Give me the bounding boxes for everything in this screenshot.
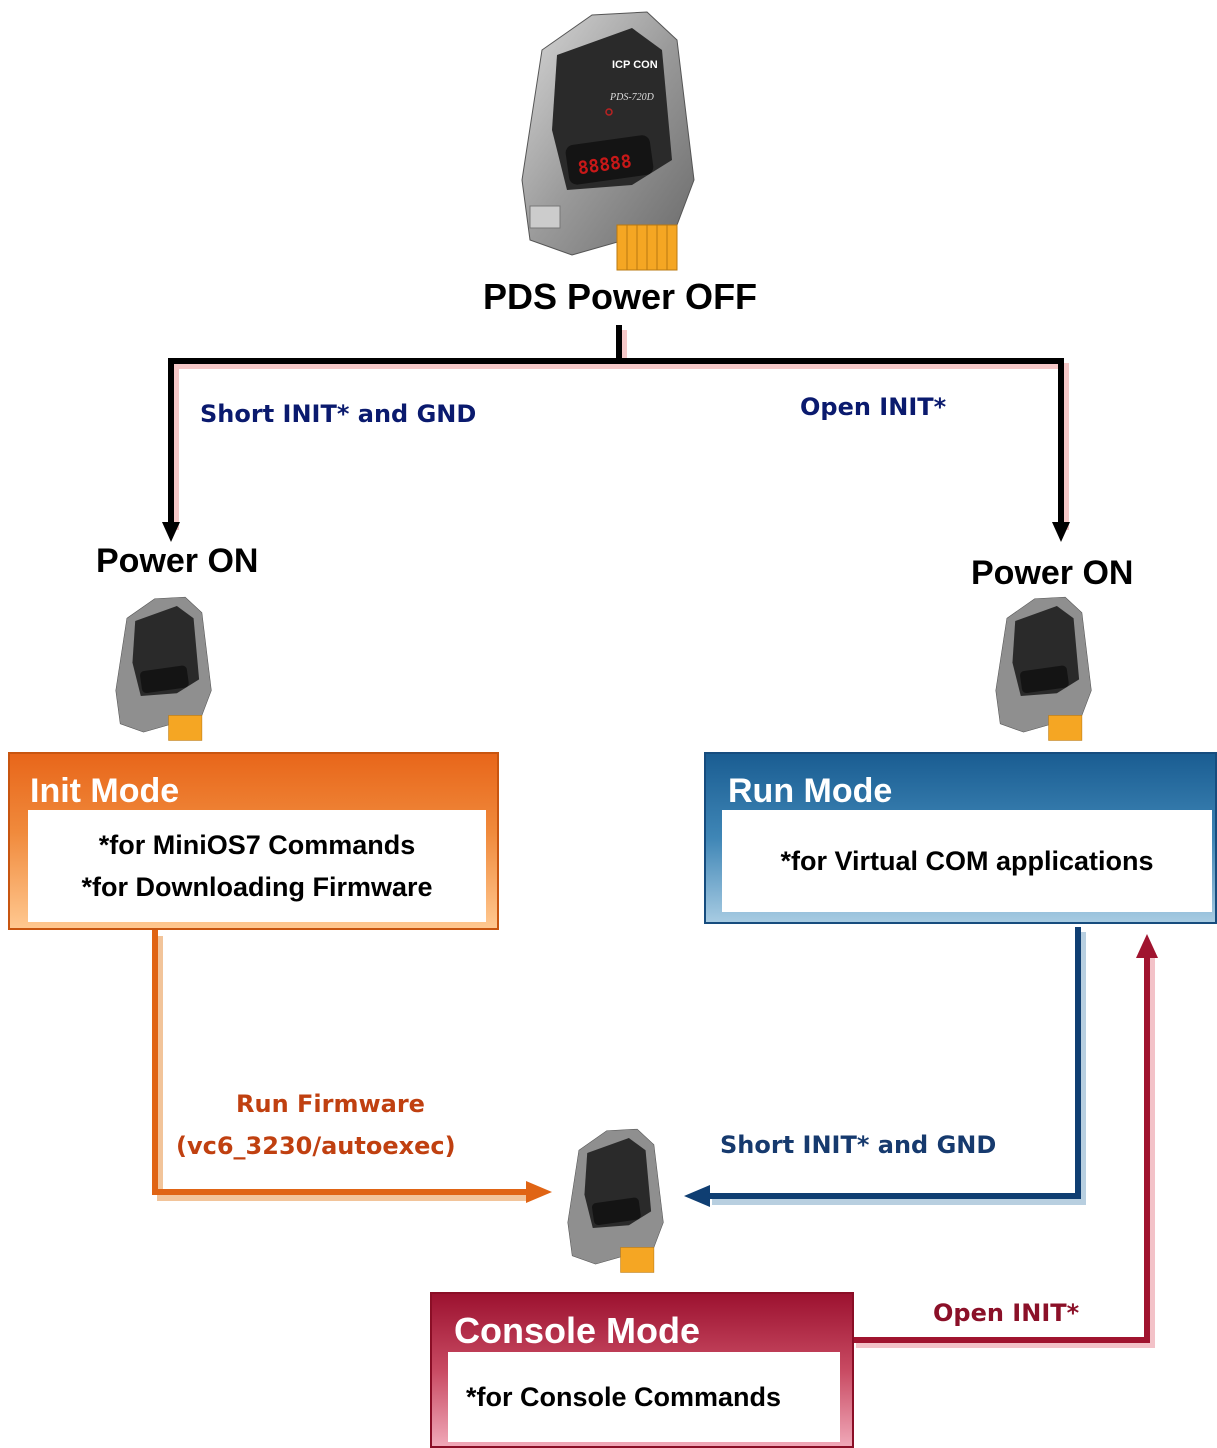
right-power-on-label: Power ON	[971, 554, 1134, 592]
run-mode-description: *for Virtual COM applications	[722, 810, 1212, 912]
init-to-console-arrowhead	[526, 1181, 552, 1203]
run-firmware-label: Run Firmware	[236, 1090, 425, 1118]
right-branch-label: Open INIT*	[800, 393, 947, 421]
device-large-model: PDS-720D	[609, 92, 655, 103]
run-to-console-arrowhead	[684, 1185, 710, 1207]
pds-device-right	[995, 596, 1092, 741]
left-branch-arrowhead	[162, 522, 180, 542]
console-mode-title: Console Mode	[454, 1310, 701, 1351]
left-power-on-label: Power ON	[96, 542, 259, 580]
init-mode-line-1: *for MiniOS7 Commands	[98, 830, 416, 860]
device-large-brand: ICP CON	[612, 59, 658, 71]
run-mode-box: Run Mode *for Virtual COM applications	[704, 752, 1217, 924]
init-to-console-line	[152, 930, 528, 1195]
console-mode-description: *for Console Commands	[448, 1352, 840, 1442]
console-to-run-label: Open INIT*	[933, 1299, 1080, 1327]
console-to-run-arrowhead	[1136, 934, 1158, 958]
left-branch-label: Short INIT* and GND	[200, 400, 477, 428]
power-off-branch	[168, 325, 1064, 525]
console-to-run-line	[852, 955, 1150, 1343]
pds-device-left	[115, 596, 212, 741]
run-to-console-line	[708, 927, 1081, 1199]
power-off-label: PDS Power OFF	[483, 276, 758, 317]
run-mode-title: Run Mode	[728, 772, 893, 810]
init-mode-description: *for MiniOS7 Commands *for Downloading F…	[28, 810, 486, 922]
pds-device-large: 88888 ICP CON PDS-720D	[521, 11, 695, 271]
init-mode-box: Init Mode *for MiniOS7 Commands *for Dow…	[8, 752, 499, 930]
run-to-console-label: Short INIT* and GND	[720, 1131, 997, 1159]
pds-device-console	[567, 1128, 664, 1273]
run-firmware-file-label: (vc6_3230/autoexec)	[176, 1132, 456, 1160]
console-mode-box: Console Mode *for Console Commands	[430, 1292, 854, 1448]
console-mode-line-1: *for Console Commands	[466, 1382, 782, 1412]
run-mode-line-1: *for Virtual COM applications	[780, 846, 1154, 876]
init-mode-title: Init Mode	[30, 772, 180, 810]
init-mode-line-2: *for Downloading Firmware	[81, 872, 433, 902]
right-branch-arrowhead	[1052, 522, 1070, 542]
